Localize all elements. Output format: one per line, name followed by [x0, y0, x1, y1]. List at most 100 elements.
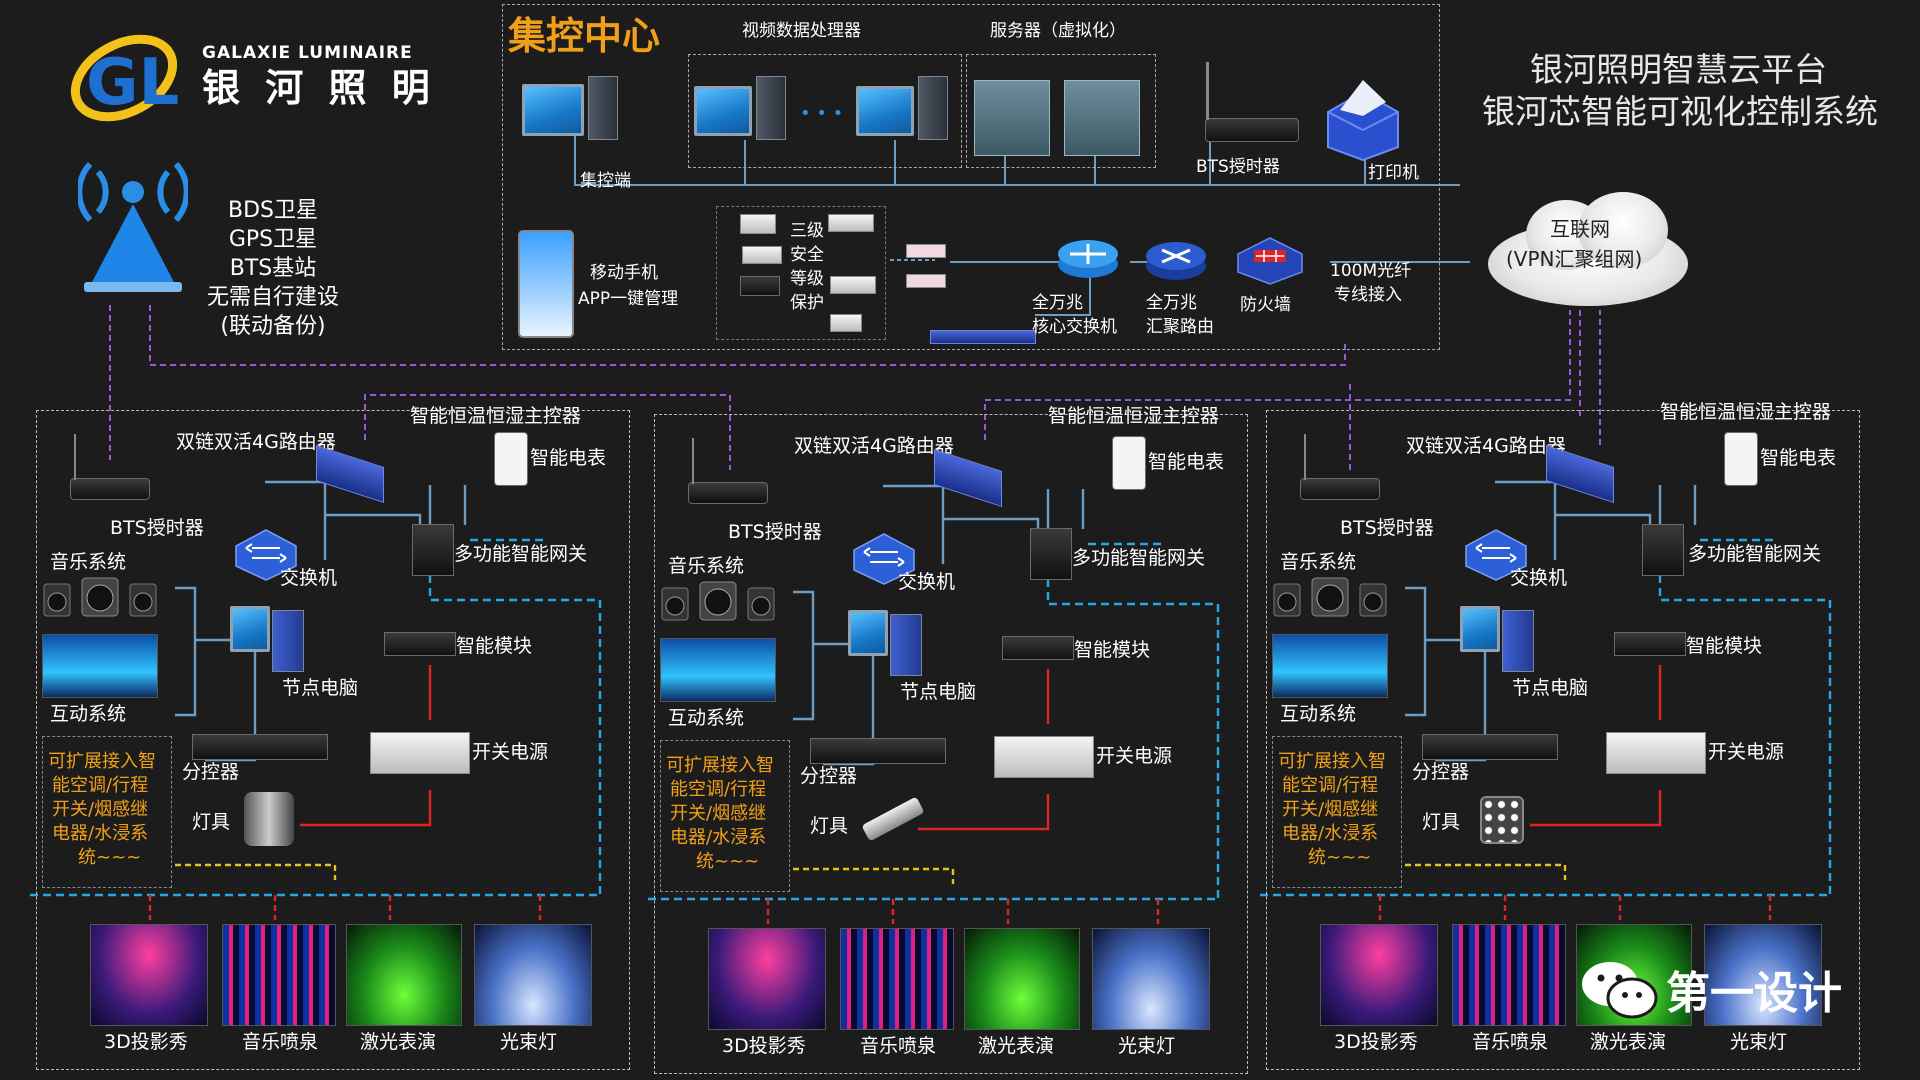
- show-image-laser: [964, 928, 1080, 1030]
- ellipsis: • • •: [800, 103, 844, 124]
- smart-meter-icon: [1724, 432, 1758, 486]
- site-1: 智能恒温恒湿主控器 双链双活4G路由器 智能电表 BTS授时器 交换机 多功能智…: [0, 0, 640, 1080]
- show-label: 激光表演: [1590, 1031, 1667, 1053]
- show-image-beam: [474, 924, 592, 1026]
- security-device: [830, 276, 876, 294]
- expand-line: 电器/水浸系: [670, 827, 767, 848]
- show-image-3d: [90, 924, 208, 1026]
- expand-line: 可扩展接入智: [1278, 751, 1386, 772]
- security-device: [740, 214, 776, 234]
- smart-module-device: [1002, 636, 1074, 660]
- expand-line: 可扩展接入智: [48, 751, 156, 772]
- gateway-label: 多功能智能网关: [1688, 543, 1822, 565]
- music-system-label: 音乐系统: [50, 551, 127, 573]
- splitter-label: 分控器: [1412, 761, 1470, 783]
- switch-icon: [1465, 529, 1527, 581]
- wechat-icon: [1582, 962, 1658, 1019]
- mobile-phone-icon: [518, 230, 574, 338]
- control-terminal-label: 集控端: [580, 171, 631, 191]
- expand-line: 能空调/行程: [670, 779, 767, 800]
- aggregation-router-icon: [1146, 242, 1206, 280]
- music-system-label: 音乐系统: [1280, 551, 1357, 573]
- core-switch-line1: 全万兆: [1032, 293, 1083, 313]
- gateway-device: [1642, 524, 1684, 576]
- smart-meter-label: 智能电表: [1760, 447, 1837, 469]
- antenna-icon: [74, 434, 76, 480]
- video-processor-tower: [756, 76, 786, 140]
- show-image-fountain: [840, 928, 954, 1030]
- brand-cn: 银 河 照 明: [202, 66, 436, 110]
- core-switch-line2: 核心交换机: [1032, 317, 1117, 337]
- platform-title-line2: 银河芯智能可视化控制系统: [1482, 92, 1878, 131]
- video-processor-box: [688, 54, 962, 168]
- satellite-list: BDS卫星 GPS卫星 BTS基站 无需自行建设 (联动备份): [198, 196, 348, 341]
- expand-line: 开关/烟感继: [1282, 799, 1379, 820]
- rack-device: [930, 330, 1036, 344]
- bts-timer-center-label: BTS授时器: [1196, 157, 1280, 177]
- smart-module-label: 智能模块: [1074, 639, 1151, 661]
- node-pc-tower: [890, 614, 922, 676]
- expand-line: 电器/水浸系: [1282, 823, 1379, 844]
- antenna-icon: [1304, 434, 1306, 480]
- interactive-system-image: [660, 638, 776, 702]
- firewall-icon: [1237, 237, 1303, 285]
- switch-power-label: 开关电源: [1096, 745, 1173, 767]
- internet-cloud-icon: [1478, 192, 1700, 310]
- switch-icon: [235, 529, 297, 581]
- expand-line: 统~~~: [78, 847, 142, 868]
- logo-mark-text: GL: [86, 46, 179, 120]
- lamp-label: 灯具: [192, 811, 231, 833]
- lamp-label: 灯具: [810, 815, 849, 837]
- control-terminal-tower: [588, 76, 618, 140]
- fiber-line1: 100M光纤: [1330, 261, 1412, 281]
- interactive-system-label: 互动系统: [50, 703, 127, 725]
- logo-mark-icon: GL: [70, 34, 179, 122]
- switch-icon: [853, 533, 915, 585]
- brand-en: GALAXIE LUMINAIRE: [202, 43, 413, 63]
- bts-timer-label: BTS授时器: [110, 517, 204, 539]
- bts-timer-label: BTS授时器: [1340, 517, 1434, 539]
- smart-module-device: [384, 632, 456, 656]
- lamp-icon: [1480, 796, 1524, 844]
- switch-power-device: [1606, 732, 1706, 774]
- server-unit: [1064, 80, 1140, 156]
- speakers-icon: [661, 581, 775, 621]
- expand-line: 能空调/行程: [1282, 775, 1379, 796]
- control-center-box: [502, 4, 1440, 350]
- node-pc-label: 节点电脑: [282, 677, 359, 699]
- security-device: [906, 244, 946, 258]
- firewall-label: 防火墙: [1240, 295, 1291, 315]
- watermark-text: 第一设计: [1666, 968, 1842, 1019]
- security-line: 保护: [790, 293, 824, 313]
- core-switch-icon: [1058, 240, 1118, 278]
- router-4g-label: 双链双活4G路由器: [176, 431, 336, 453]
- satellite-line: GPS卫星: [228, 227, 318, 252]
- expand-line: 可扩展接入智: [666, 755, 774, 776]
- show-label: 激光表演: [978, 1035, 1055, 1057]
- lamp-icon: [861, 796, 925, 842]
- router-4g-device: [1546, 444, 1614, 504]
- gateway-device: [1030, 528, 1072, 580]
- router-4g-label: 双链双活4G路由器: [794, 435, 954, 457]
- smart-meter-label: 智能电表: [530, 447, 607, 469]
- site-panel: [654, 414, 1248, 1074]
- show-image-laser: [346, 924, 462, 1026]
- printer-icon: [1327, 80, 1399, 162]
- satellite-line: BDS卫星: [228, 198, 318, 223]
- satellite-line: (联动备份): [220, 314, 326, 339]
- switch-power-label: 开关电源: [472, 741, 549, 763]
- expand-line: 能空调/行程: [52, 775, 149, 796]
- show-image-3d: [708, 928, 826, 1030]
- satellite-line: 无需自行建设: [206, 285, 339, 310]
- control-center-title: 集控中心: [508, 14, 661, 58]
- node-pc-monitor: [1460, 606, 1500, 652]
- expand-line: 统~~~: [1308, 847, 1372, 868]
- smart-module-label: 智能模块: [456, 635, 533, 657]
- splitter-device: [1422, 734, 1558, 760]
- bts-timer-device: [1300, 478, 1380, 500]
- expand-line: 开关/烟感继: [670, 803, 767, 824]
- antenna-icon: [1206, 62, 1209, 120]
- router-4g-device: [316, 444, 384, 504]
- interactive-system-label: 互动系统: [668, 707, 745, 729]
- security-device: [828, 214, 874, 232]
